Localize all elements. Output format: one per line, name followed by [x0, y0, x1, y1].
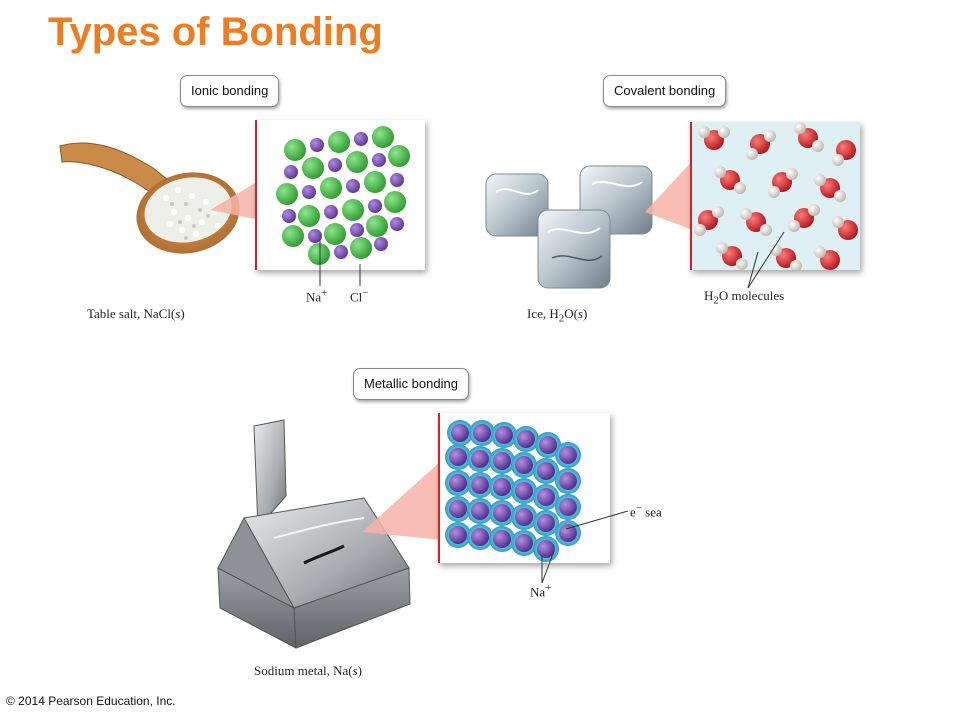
metallic-lattice-panel — [438, 413, 610, 563]
metallic-leader-lines — [541, 510, 629, 584]
ice-caption: Ice, H2O(s) — [527, 306, 588, 325]
covalent-panel-edge — [690, 122, 692, 270]
metallic-bonding-tag: Metallic bonding — [353, 368, 469, 400]
electron-sea-label: e− sea — [630, 502, 662, 520]
metallic-callout-wedge — [362, 460, 442, 540]
covalent-bonding-tag: Covalent bonding — [603, 75, 727, 107]
ionic-panel-edge — [255, 120, 257, 270]
ionic-lattice-panel — [255, 120, 425, 270]
sodium-metal-photo — [217, 419, 411, 649]
covalent-leader-lines — [747, 231, 785, 289]
covalent-molecule-panel — [690, 122, 860, 270]
copyright-footer: © 2014 Pearson Education, Inc. — [6, 694, 176, 708]
page-title: Types of Bonding — [48, 10, 383, 54]
water-molecules-label: H2O molecules — [704, 288, 785, 307]
sodium-metal-caption: Sodium metal, Na(s) — [254, 663, 362, 678]
nacl-lattice-image — [276, 126, 410, 265]
ionic-bonding-tag: Ionic bonding — [180, 75, 280, 107]
sodium-cation-label: Na+ — [530, 582, 552, 600]
chloride-ion-label: Cl− — [350, 287, 369, 305]
ionic-callout-wedge — [210, 180, 260, 220]
water-molecules-image — [694, 122, 858, 270]
metallic-panel-edge — [438, 413, 440, 563]
table-salt-caption: Table salt, NaCl(s) — [87, 306, 185, 321]
ice-cubes-photo — [485, 165, 653, 289]
electron-sea-image — [445, 420, 581, 562]
salt-spoon-photo — [59, 142, 240, 254]
sodium-ion-label: Na+ — [306, 287, 328, 305]
covalent-callout-wedge — [645, 160, 693, 230]
ionic-leader-lines — [319, 240, 361, 286]
